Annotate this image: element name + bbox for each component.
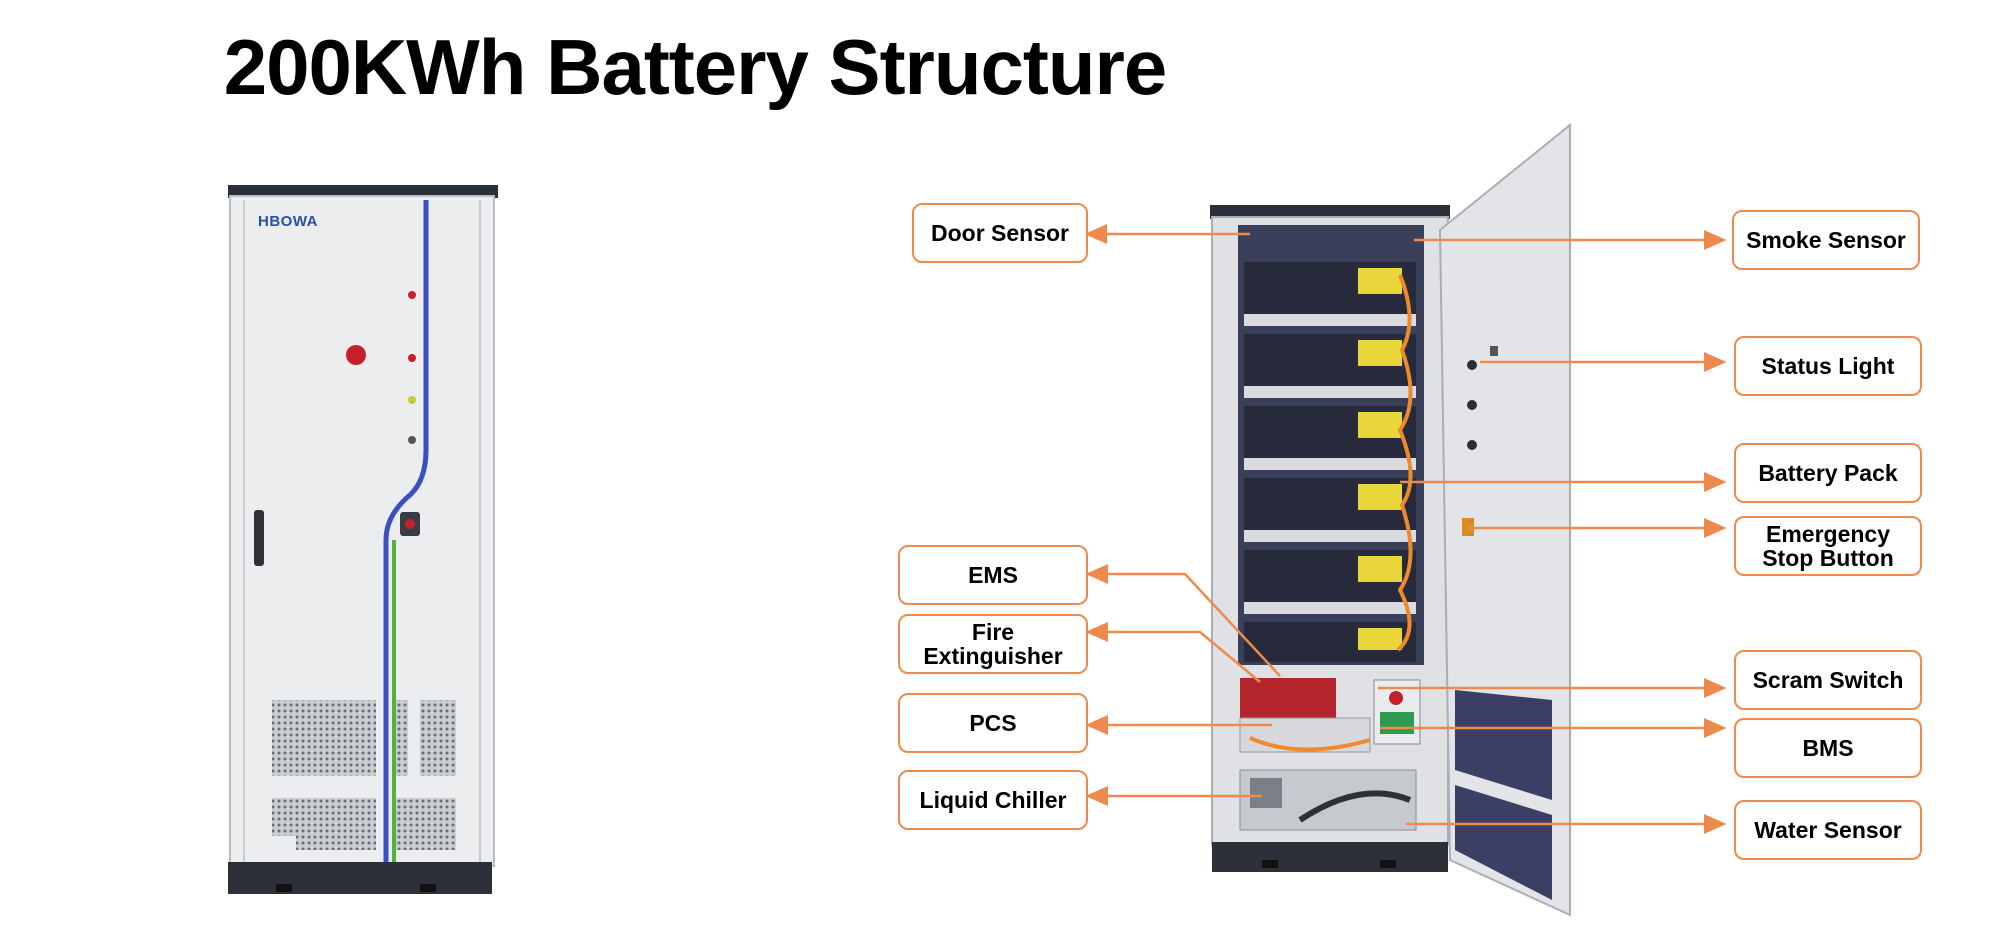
page-title: 200KWh Battery Structure	[223, 23, 1168, 111]
open-cabinet	[1210, 122, 1571, 917]
label-emergency-stop-button: Emergency Stop Button	[1734, 516, 1922, 576]
label-status-light: Status Light	[1734, 336, 1922, 396]
connector-arrows	[1084, 224, 1727, 834]
label-battery-pack: Battery Pack	[1734, 443, 1922, 503]
label-smoke-sensor: Smoke Sensor	[1732, 210, 1920, 270]
label-door-sensor: Door Sensor	[912, 203, 1088, 263]
cabinet-door	[1438, 122, 1571, 917]
battery-modules	[1244, 262, 1416, 662]
label-liquid-chiller: Liquid Chiller	[898, 770, 1088, 830]
lower-equipment	[1239, 678, 1421, 831]
label-pcs: PCS	[898, 693, 1088, 753]
closed-cabinet	[228, 185, 498, 894]
label-water-sensor: Water Sensor	[1734, 800, 1922, 860]
label-bms: BMS	[1734, 718, 1922, 778]
label-ems: EMS	[898, 545, 1088, 605]
label-fire-extinguisher: Fire Extinguisher	[898, 614, 1088, 674]
label-scram-switch: Scram Switch	[1734, 650, 1922, 710]
brand-logo: HBOWA	[258, 213, 318, 230]
